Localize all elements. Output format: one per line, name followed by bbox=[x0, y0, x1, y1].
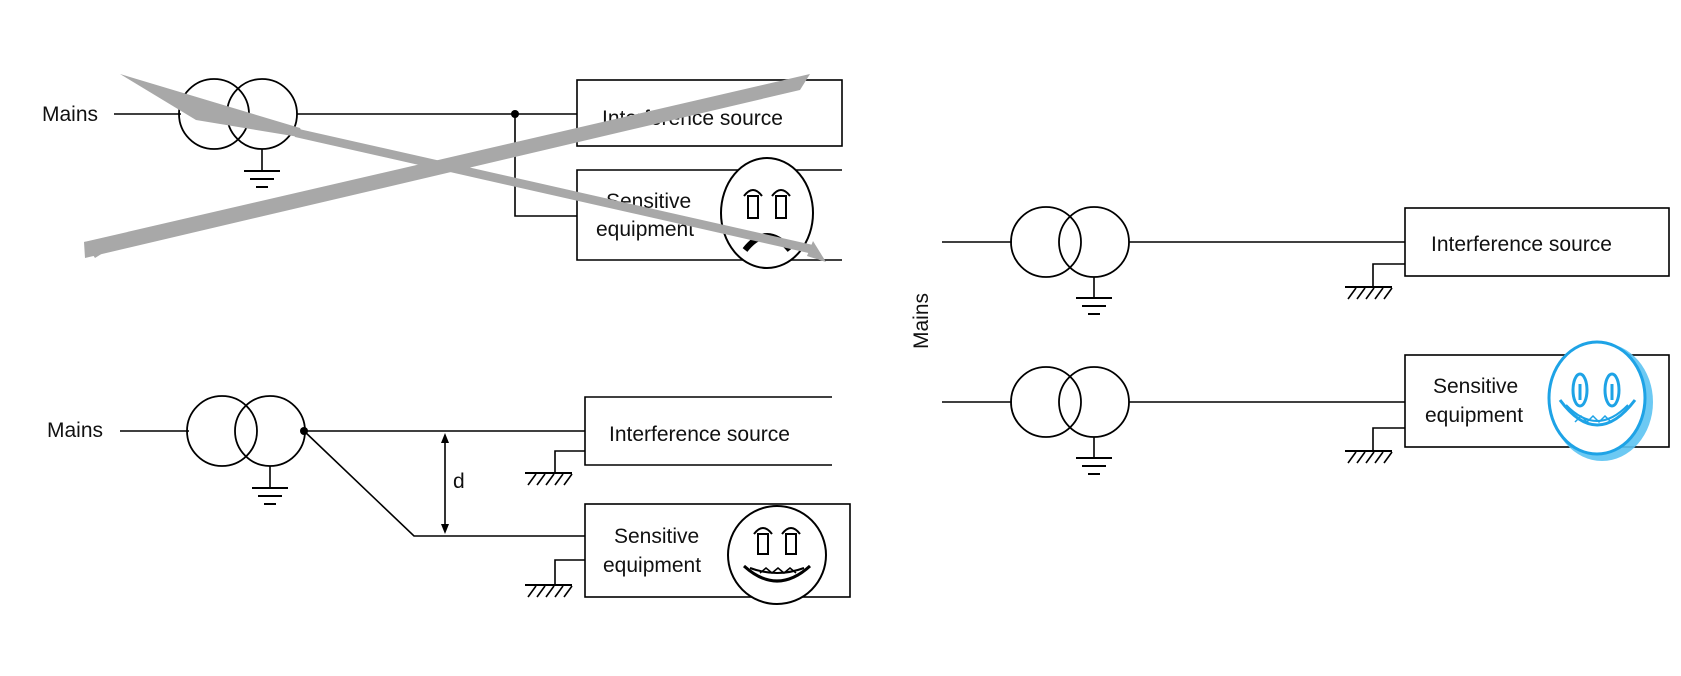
sensitive-equipment-box: Sensitive equipment bbox=[1404, 354, 1670, 448]
ground-symbol bbox=[525, 450, 585, 486]
sensitive-label-line2: equipment bbox=[596, 218, 694, 241]
happy-face-icon bbox=[1547, 340, 1653, 461]
interference-source-box: Interference source bbox=[1404, 207, 1670, 277]
ground-symbol bbox=[1076, 437, 1112, 475]
cross-arrows-icon bbox=[84, 74, 826, 262]
ground-symbol bbox=[1076, 277, 1112, 315]
interference-source-box: Interference source bbox=[584, 396, 832, 466]
transformer-symbol bbox=[186, 395, 306, 467]
sensitive-label-line2: equipment bbox=[1425, 404, 1523, 427]
distance-label: d bbox=[453, 470, 465, 493]
ground-symbol bbox=[1345, 427, 1405, 464]
sensitive-label-line2: equipment bbox=[603, 554, 701, 577]
transformer-symbol bbox=[1010, 206, 1130, 278]
sad-face-icon bbox=[720, 157, 814, 269]
panel-separate-transformers: Mains Interference source bbox=[910, 206, 1670, 475]
sensitive-label-line1: Sensitive bbox=[1433, 375, 1518, 398]
interference-source-label: Interference source bbox=[1431, 233, 1612, 256]
ground-symbol bbox=[1345, 263, 1405, 300]
neutral-face-icon bbox=[727, 505, 827, 605]
transformer-symbol bbox=[1010, 366, 1130, 438]
ground-symbol bbox=[252, 466, 288, 505]
mains-label: Mains bbox=[47, 419, 103, 442]
ground-symbol bbox=[525, 559, 585, 598]
sensitive-equipment-box: Sensitive equipment bbox=[584, 503, 851, 598]
mains-label: Mains bbox=[42, 103, 98, 126]
panel-shared-supply: Mains Interference source Sensitive equi… bbox=[42, 74, 843, 269]
distance-marker: d bbox=[441, 433, 465, 534]
interference-source-label: Interference source bbox=[609, 423, 790, 446]
sensitive-label-line1: Sensitive bbox=[614, 525, 699, 548]
panel-separate-lines: Mains d Interference source bbox=[47, 395, 851, 605]
mains-label-vertical: Mains bbox=[910, 293, 933, 349]
ground-symbol bbox=[244, 149, 280, 188]
interference-source-box: Interference source bbox=[576, 79, 843, 147]
